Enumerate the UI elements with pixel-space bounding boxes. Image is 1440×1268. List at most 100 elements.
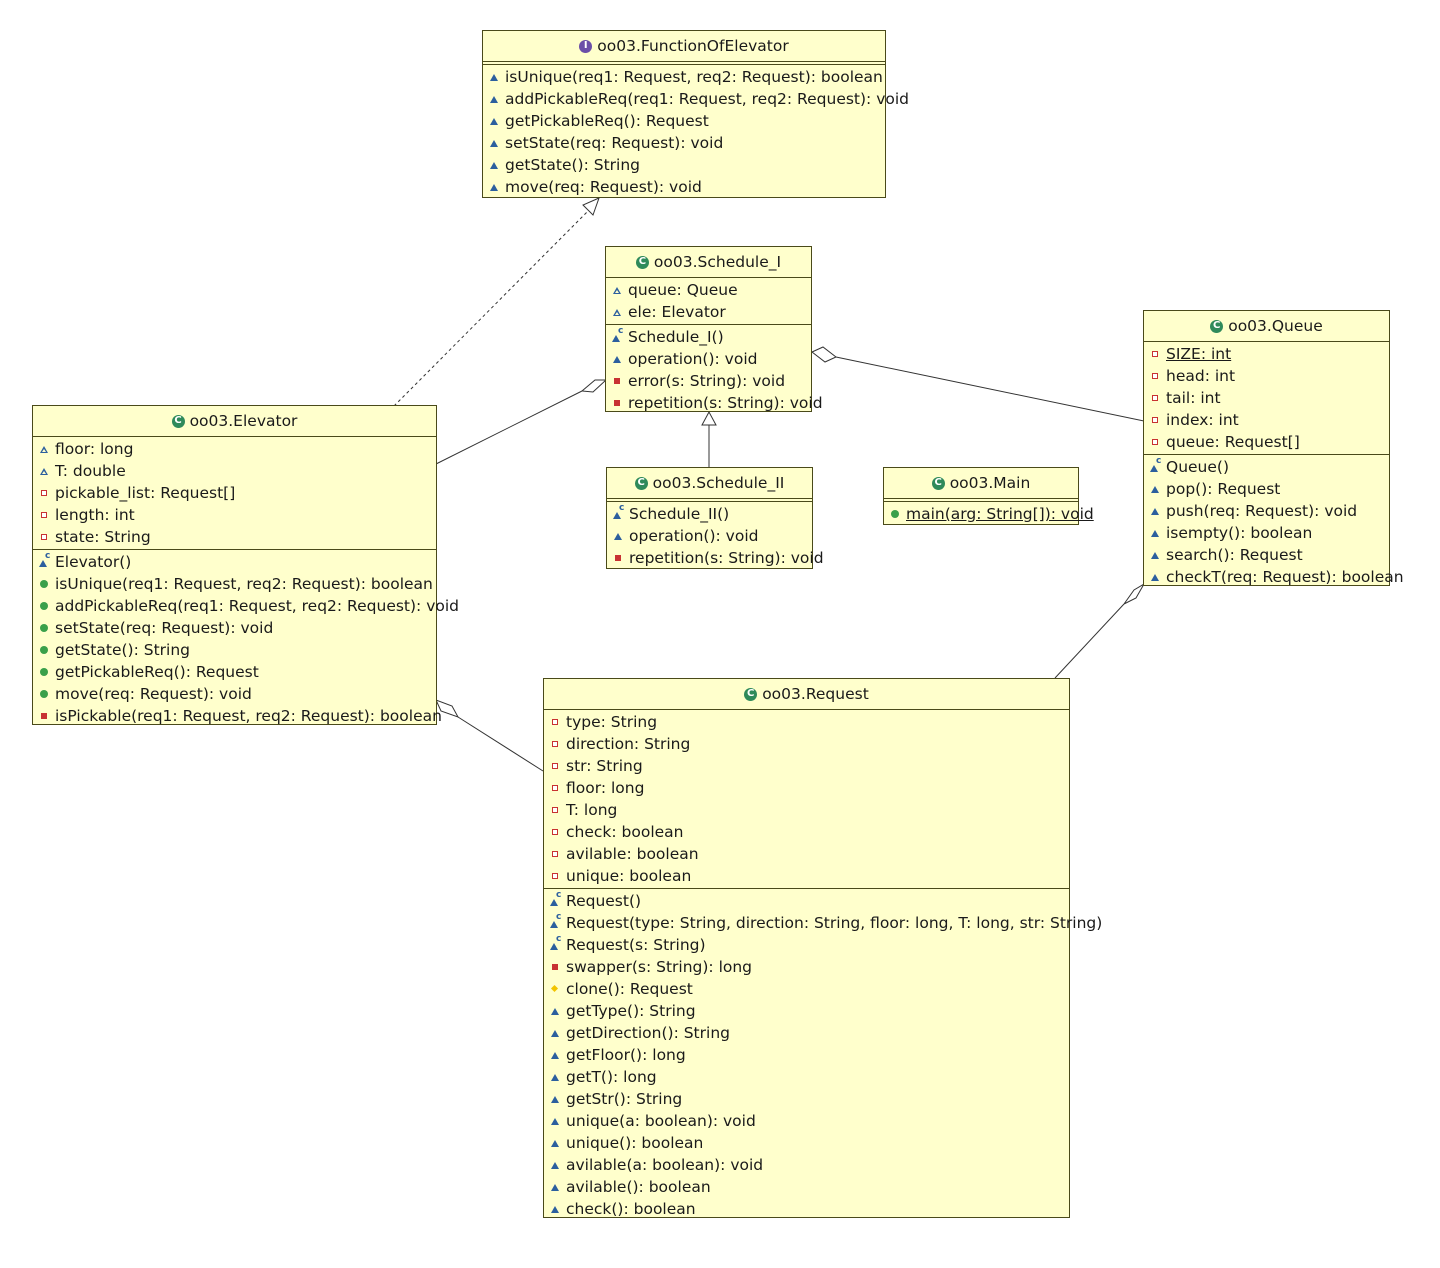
private-field-icon: [1150, 349, 1160, 359]
operation-row[interactable]: Request(s: String): [544, 934, 1069, 956]
operation-text: Elevator(): [55, 553, 132, 571]
class-box-schedule-ii[interactable]: Coo03.Schedule_IISchedule_II()operation(…: [606, 467, 824, 569]
package-visibility-icon: [489, 116, 499, 126]
operation-row[interactable]: getPickableReq(): Request: [483, 110, 885, 132]
operation-text: getState(): String: [505, 156, 640, 174]
operation-row[interactable]: unique(a: boolean): void: [544, 1110, 1069, 1132]
attribute-row[interactable]: unique: boolean: [544, 865, 1069, 887]
operation-row[interactable]: Schedule_II(): [607, 503, 812, 525]
attribute-row[interactable]: avilable: boolean: [544, 843, 1069, 865]
attribute-row[interactable]: length: int: [33, 504, 436, 526]
operation-row[interactable]: getFloor(): long: [544, 1044, 1069, 1066]
operation-row[interactable]: checkT(req: Request): boolean: [1144, 566, 1404, 588]
attributes-section: type: String direction: String str: String…: [544, 710, 1069, 889]
operation-text: getType(): String: [566, 1002, 696, 1020]
operation-row[interactable]: Schedule_I(): [606, 326, 811, 348]
attribute-row[interactable]: SIZE: int: [1144, 343, 1389, 365]
operations-section: main(arg: String[]): void: [884, 502, 1094, 526]
attribute-text: queue: Queue: [628, 281, 738, 299]
constructor-icon: [550, 934, 561, 950]
private-field-icon: [550, 761, 560, 771]
operation-text: move(req: Request): void: [55, 685, 252, 703]
operation-row[interactable]: setState(req: Request): void: [33, 617, 436, 639]
operation-row[interactable]: search(): Request: [1144, 544, 1389, 566]
attribute-text: direction: String: [566, 735, 691, 753]
operation-row[interactable]: isUnique(req1: Request, req2: Request): …: [483, 66, 885, 88]
operation-row[interactable]: getPickableReq(): Request: [33, 661, 436, 683]
attribute-row[interactable]: str: String: [544, 755, 1069, 777]
operation-row[interactable]: getDirection(): String: [544, 1022, 1069, 1044]
operation-row[interactable]: main(arg: String[]): void: [884, 503, 1094, 525]
operation-row[interactable]: addPickableReq(req1: Request, req2: Requ…: [33, 595, 459, 617]
operation-row[interactable]: addPickableReq(req1: Request, req2: Requ…: [483, 88, 909, 110]
operation-text: getFloor(): long: [566, 1046, 686, 1064]
operation-row[interactable]: avilable(): boolean: [544, 1176, 1069, 1198]
attribute-row[interactable]: pickable_list: Request[]: [33, 482, 436, 504]
operation-row[interactable]: check(): boolean: [544, 1198, 1069, 1220]
package-visibility-icon: [550, 1028, 560, 1038]
attribute-row[interactable]: type: String: [544, 711, 1069, 733]
attribute-text: check: boolean: [566, 823, 684, 841]
class-name: oo03.Request: [762, 685, 869, 703]
operation-row[interactable]: swapper(s: String): long: [544, 956, 1069, 978]
operation-row[interactable]: clone(): Request: [544, 978, 1069, 1000]
private-method-icon: [612, 398, 622, 408]
aggregation-diamond-queue-request: [1123, 582, 1146, 605]
operation-row[interactable]: getType(): String: [544, 1000, 1069, 1022]
operation-row[interactable]: isempty(): boolean: [1144, 522, 1389, 544]
attribute-row[interactable]: check: boolean: [544, 821, 1069, 843]
operation-text: operation(): void: [628, 350, 758, 368]
operation-row[interactable]: isPickable(req1: Request, req2: Request)…: [33, 705, 442, 727]
operation-row[interactable]: Request(type: String, direction: String,…: [544, 912, 1102, 934]
operation-row[interactable]: repetition(s: String): void: [606, 392, 823, 414]
operation-row[interactable]: setState(req: Request): void: [483, 132, 885, 154]
operation-row[interactable]: pop(): Request: [1144, 478, 1389, 500]
attribute-row[interactable]: floor: long: [544, 777, 1069, 799]
attribute-row[interactable]: tail: int: [1144, 387, 1389, 409]
operation-row[interactable]: isUnique(req1: Request, req2: Request): …: [33, 573, 436, 595]
attribute-row[interactable]: head: int: [1144, 365, 1389, 387]
operation-row[interactable]: move(req: Request): void: [33, 683, 436, 705]
package-visibility-icon: [489, 94, 499, 104]
operation-text: addPickableReq(req1: Request, req2: Requ…: [55, 597, 459, 615]
operation-row[interactable]: getState(): String: [483, 154, 885, 176]
package-visibility-icon: [550, 1050, 560, 1060]
operation-row[interactable]: getT(): long: [544, 1066, 1069, 1088]
attribute-row[interactable]: floor: long: [33, 438, 436, 460]
operation-text: isempty(): boolean: [1166, 524, 1313, 542]
operation-row[interactable]: move(req: Request): void: [483, 176, 885, 198]
operation-text: getPickableReq(): Request: [505, 112, 709, 130]
operation-row[interactable]: operation(): void: [607, 525, 812, 547]
operation-row[interactable]: getState(): String: [33, 639, 436, 661]
operation-text: clone(): Request: [566, 980, 693, 998]
operation-row[interactable]: Queue(): [1144, 456, 1389, 478]
operation-text: getPickableReq(): Request: [55, 663, 259, 681]
attribute-text: index: int: [1166, 411, 1239, 429]
attribute-row[interactable]: queue: Queue: [606, 279, 811, 301]
operation-row[interactable]: repetition(s: String): void: [607, 547, 824, 569]
attribute-row[interactable]: direction: String: [544, 733, 1069, 755]
operation-row[interactable]: operation(): void: [606, 348, 811, 370]
attribute-row[interactable]: state: String: [33, 526, 436, 548]
operation-row[interactable]: error(s: String): void: [606, 370, 811, 392]
operation-row[interactable]: getStr(): String: [544, 1088, 1069, 1110]
operation-row[interactable]: push(req: Request): void: [1144, 500, 1389, 522]
attribute-row[interactable]: index: int: [1144, 409, 1389, 431]
operation-row[interactable]: unique(): boolean: [544, 1132, 1069, 1154]
attribute-row[interactable]: ele: Elevator: [606, 301, 811, 323]
public-method-icon: [39, 623, 49, 633]
attribute-row[interactable]: T: double: [33, 460, 436, 482]
operation-row[interactable]: Elevator(): [33, 551, 436, 573]
attribute-row[interactable]: queue: Request[]: [1144, 431, 1389, 453]
operation-row[interactable]: avilable(a: boolean): void: [544, 1154, 1069, 1176]
attribute-row[interactable]: T: long: [544, 799, 1069, 821]
operation-row[interactable]: Request(): [544, 890, 1069, 912]
operation-text: Request(): [566, 892, 642, 910]
